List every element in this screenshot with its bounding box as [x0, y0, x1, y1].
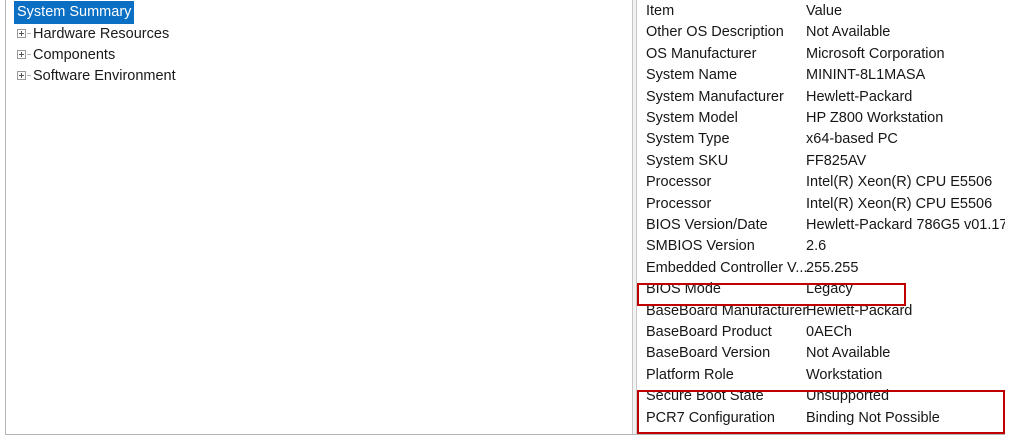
list-row[interactable]: System SKU FF825AV — [637, 151, 1005, 172]
row-item-label: BIOS Mode — [646, 281, 721, 298]
list-row[interactable]: Embedded Controller V...255.255 — [637, 258, 1005, 279]
splitter-line-right — [636, 0, 637, 434]
row-item-value: MININT-8L1MASA — [806, 67, 926, 84]
tree-item-components[interactable]: Components — [14, 45, 115, 65]
pane-splitter[interactable] — [633, 0, 636, 434]
row-item-value: Not Available — [806, 345, 891, 362]
row-item-value: HP Z800 Workstation — [806, 110, 944, 126]
list-row[interactable]: System Name MININT-8L1MASA — [637, 65, 1005, 86]
list-row[interactable]: SMBIOS Version 2.6 — [637, 236, 1005, 257]
tree-item-software-environment[interactable]: Software Environment — [14, 66, 176, 86]
row-item-label: Processor — [646, 195, 712, 212]
splitter-line-left — [632, 0, 633, 434]
row-item-value: Hewlett-Packard — [806, 88, 913, 105]
row-item-value: Binding Not Possible — [806, 409, 940, 426]
row-item-label: BaseBoard Version — [646, 345, 771, 362]
list-row[interactable]: BIOS Mode Legacy — [637, 279, 1005, 300]
tree-item-label: Hardware Resources — [33, 26, 170, 42]
row-item-label: BIOS Version/Date — [646, 217, 768, 233]
expand-plus-icon[interactable] — [14, 66, 33, 86]
list-row[interactable]: OS Manufacturer Microsoft Corporation — [637, 44, 1005, 65]
tree-item-system-summary[interactable]: System Summary — [14, 0, 135, 24]
list-row[interactable]: Other OS Description Not Available — [637, 22, 1005, 43]
row-item-label: PCR7 Configuration — [646, 409, 775, 426]
expand-plus-icon[interactable] — [14, 45, 33, 65]
row-item-value: Hewlett-Packard — [806, 302, 913, 319]
row-item-label: Secure Boot State — [646, 388, 764, 405]
row-item-label: Platform Role — [646, 366, 734, 383]
tree-item-hardware-resources[interactable]: Hardware Resources — [14, 24, 169, 44]
row-item-label: System Type — [646, 131, 730, 148]
expand-plus-icon[interactable] — [14, 24, 33, 44]
row-item-label: SMBIOS Version — [646, 238, 755, 255]
row-item-value: Not Available — [806, 24, 891, 41]
list-row[interactable]: Secure Boot State Unsupported — [637, 386, 1005, 407]
window-left-border — [5, 0, 6, 435]
row-item-label: Embedded Controller V... — [646, 259, 808, 276]
row-item-label: BaseBoard Manufacturer — [646, 302, 808, 319]
list-row[interactable]: System Manufacturer Hewlett-Packard — [637, 87, 1005, 108]
row-item-value: Workstation — [806, 366, 883, 383]
list-row[interactable]: PCR7 Configuration Binding Not Possible — [637, 408, 1005, 429]
list-row[interactable]: BIOS Version/Date Hewlett-Packard 786G5 v… — [637, 215, 1005, 236]
list-row[interactable]: System Model HP Z800 Workstation — [637, 108, 1005, 129]
row-item-value: Hewlett-Packard 786G5 v01.17, 8/ — [806, 217, 1005, 233]
row-item-value: Unsupported — [806, 388, 890, 405]
list-row[interactable]: Platform Role Workstation — [637, 365, 1005, 386]
row-item-value: Intel(R) Xeon(R) CPU E5506 — [806, 195, 993, 212]
row-item-label: System SKU — [646, 152, 729, 169]
row-item-label: System Manufacturer — [646, 88, 784, 105]
row-item-label: BaseBoard Product — [646, 324, 772, 340]
row-item-label: Other OS Description — [646, 24, 784, 41]
row-item-value: FF825AV — [806, 152, 867, 169]
tree-item-label: Software Environment — [33, 68, 176, 84]
row-item-value: 0AECh — [806, 324, 852, 340]
tree-item-label: System Summary — [14, 0, 135, 24]
row-item-label: OS Manufacturer — [646, 45, 757, 62]
list-row[interactable]: Processor Intel(R) Xeon(R) CPU E5506 — [637, 194, 1005, 215]
row-item-value: 255.255 — [806, 259, 859, 276]
row-item-label: System Model — [646, 110, 738, 126]
row-item-value: 2.6 — [806, 238, 827, 255]
row-item-value: Intel(R) Xeon(R) CPU E5506 — [806, 174, 993, 191]
list-header-row[interactable]: Item Value — [637, 1, 1005, 22]
column-header-value: Value — [806, 3, 843, 19]
row-item-label: System Name — [646, 67, 738, 84]
row-item-value: Microsoft Corporation — [806, 45, 945, 62]
list-row[interactable]: Processor Intel(R) Xeon(R) CPU E5506 — [637, 172, 1005, 193]
row-item-value: x64-based PC — [806, 131, 898, 148]
list-row[interactable]: System Type x64-based PC — [637, 129, 1005, 150]
column-header-item: Item — [646, 3, 675, 19]
row-item-value: Legacy — [806, 281, 853, 298]
window-bottom-border — [5, 434, 1005, 435]
tree-item-label: Components — [33, 47, 116, 63]
list-row[interactable]: BaseBoard Version Not Available — [637, 343, 1005, 364]
list-row[interactable]: BaseBoard Product 0AECh — [637, 322, 1005, 343]
row-item-label: Processor — [646, 174, 712, 191]
